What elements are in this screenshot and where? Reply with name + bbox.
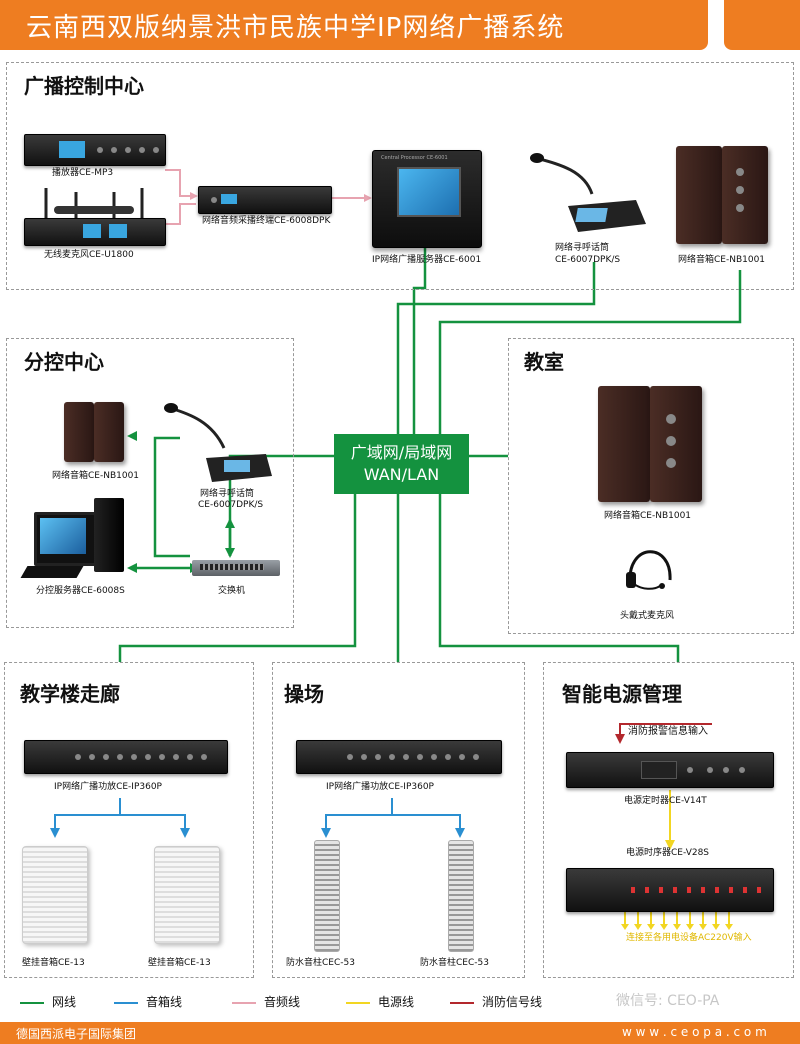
- legend-power: 电源线: [346, 993, 414, 1009]
- fire-input-label: 消防报警信息输入: [628, 726, 708, 737]
- title-tab: [724, 0, 800, 50]
- playground-title: 操场: [284, 682, 324, 706]
- headset-label: 头戴式麦克风: [620, 611, 675, 621]
- speaker-lines: [54, 798, 461, 832]
- mp3-label: 播放器CE-MP3: [52, 168, 114, 178]
- footer-company: 德国西派电子国际集团: [16, 1027, 137, 1041]
- playground-amp-label: IP网络广播功放CE-IP360P: [326, 782, 434, 792]
- legend-fire-swatch: [450, 1001, 474, 1004]
- title-bar: [0, 0, 708, 50]
- sub-paging-microphone-icon: [164, 403, 272, 482]
- wall-speaker-2: [154, 846, 220, 944]
- power-sequencer-label: 电源时序器CE-V28S: [626, 848, 710, 858]
- legend-network-swatch: [20, 1001, 44, 1004]
- legend-speaker-swatch: [114, 1001, 138, 1004]
- power-title: 智能电源管理: [562, 682, 682, 706]
- sub-speaker-label: 网络音箱CE-NB1001: [52, 471, 140, 481]
- audio-terminal-device: [198, 186, 332, 214]
- power-sequencer-device: [566, 868, 774, 912]
- network-switch-device: [192, 560, 280, 576]
- wechat-watermark: 微信号: CEO-PA: [616, 993, 720, 1009]
- wan-line2: WAN/LAN: [363, 465, 440, 484]
- server-screen-brand: Central Processor CE-6001: [381, 155, 448, 161]
- sub-server-keyboard: [20, 566, 84, 578]
- legend-fire: 消防信号线: [450, 993, 542, 1009]
- fire-line: [619, 723, 712, 738]
- network-speaker-label: 网络音箱CE-NB1001: [678, 255, 766, 265]
- wireless-mic-receiver: [24, 218, 166, 246]
- wan-line1: 广域网/局域网: [350, 443, 453, 462]
- network-speaker-left: [676, 146, 722, 244]
- sub-server-tower: [94, 498, 124, 572]
- sub-speaker-right: [94, 402, 124, 462]
- legend-audio: 音频线: [232, 993, 300, 1009]
- legend-speaker-wire: 音箱线: [114, 993, 182, 1009]
- wall-speaker-2-label: 壁挂音箱CE-13: [148, 958, 211, 968]
- broadcast-server-label: IP网络广播服务器CE-6001: [372, 255, 482, 265]
- legend-audio-swatch: [232, 1001, 256, 1004]
- column-speaker-2: [448, 840, 474, 952]
- footer-url: w w w . c e o p a . c o m: [622, 1025, 767, 1039]
- paging-microphone-icon: [530, 153, 646, 232]
- column-speaker-1-label: 防水音柱CEC-53: [286, 958, 355, 968]
- power-lines: [624, 790, 730, 926]
- sub-paging-model: CE-6007DPK/S: [198, 500, 264, 510]
- control-center-title: 广播控制中心: [24, 74, 144, 98]
- legend-network: 网线: [20, 993, 76, 1009]
- column-speaker-2-label: 防水音柱CEC-53: [420, 958, 489, 968]
- classroom-title: 教室: [524, 350, 564, 374]
- power-section: [543, 662, 794, 978]
- classroom-speaker-left: [598, 386, 650, 502]
- paging-mic-label: 网络寻呼话筒: [555, 243, 610, 253]
- column-speaker-1: [314, 840, 340, 952]
- wall-speaker-1-label: 壁挂音箱CE-13: [22, 958, 85, 968]
- control-center-section: [6, 62, 794, 290]
- audio-terminal-label: 网络音频采播终端CE-6008DPK: [202, 216, 331, 226]
- sub-control-section: [6, 338, 294, 628]
- classroom-speaker-label: 网络音箱CE-NB1001: [604, 511, 692, 521]
- sub-server-monitor: [34, 512, 98, 566]
- corridor-section: [4, 662, 254, 978]
- sub-control-title: 分控中心: [24, 350, 104, 374]
- classroom-section: [508, 338, 794, 634]
- audio-lines: [165, 169, 370, 225]
- footer-bar: 德国西派电子国际集团 w w w . c e o p a . c o m: [0, 1022, 800, 1044]
- sub-server-label: 分控服务器CE-6008S: [36, 586, 125, 596]
- broadcast-server-device: Central Processor CE-6001: [372, 150, 482, 248]
- playground-amplifier: [296, 740, 502, 774]
- ac-note-label: 连接至各用电设备AC220V输入: [626, 933, 752, 943]
- playground-section: [272, 662, 525, 978]
- network-speaker-right: [722, 146, 768, 244]
- wireless-mic-antennas-icon: [44, 188, 144, 218]
- wireless-mic-label: 无线麦克风CE-U1800: [44, 250, 134, 260]
- page-title: 云南西双版纳景洪市民族中学IP网络广播系统: [26, 13, 565, 43]
- mp3-player-device: [24, 134, 166, 166]
- sub-speaker-left: [64, 402, 94, 462]
- sub-paging-label: 网络寻呼话筒: [200, 489, 255, 499]
- wall-speaker-1: [22, 846, 88, 944]
- power-timer-label: 电源定时器CE-V14T: [624, 796, 707, 806]
- corridor-amplifier: [24, 740, 228, 774]
- corridor-title: 教学楼走廊: [20, 682, 120, 706]
- headset-microphone-icon: [626, 550, 672, 590]
- wan-lan-box: 广域网/局域网 WAN/LAN: [334, 434, 469, 494]
- power-timer-device: [566, 752, 774, 788]
- legend-power-swatch: [346, 1001, 370, 1004]
- classroom-speaker-right: [650, 386, 702, 502]
- switch-label: 交换机: [218, 586, 246, 596]
- paging-mic-model: CE-6007DPK/S: [555, 255, 621, 265]
- corridor-amp-label: IP网络广播功放CE-IP360P: [54, 782, 162, 792]
